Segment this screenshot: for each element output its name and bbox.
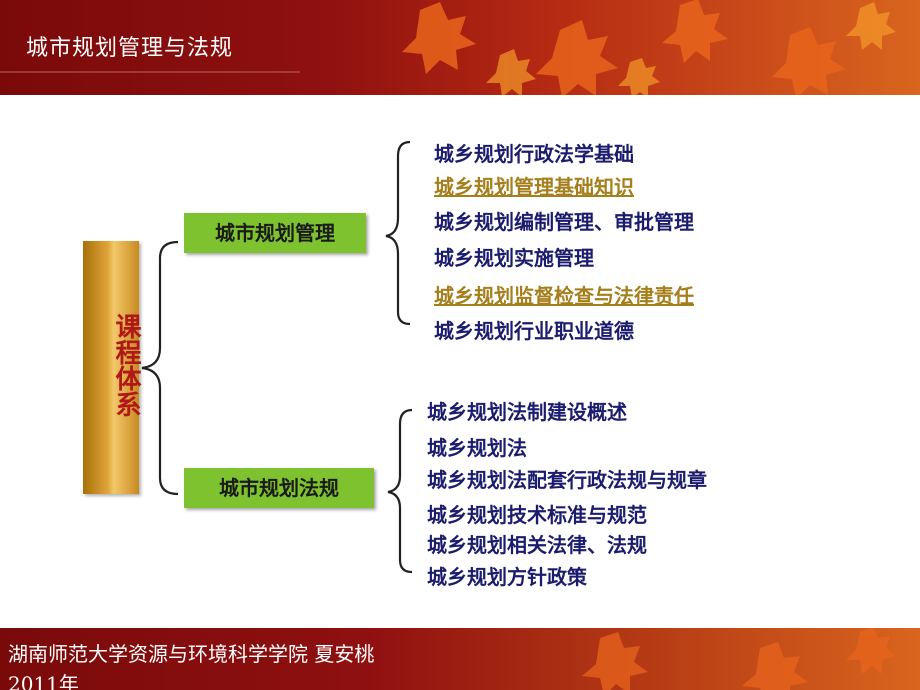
header-banner: 城市规划管理与法规 <box>0 0 920 95</box>
list-item: 城乡规划实施管理 <box>434 246 594 270</box>
list-item: 城乡规划行业职业道德 <box>434 319 634 343</box>
branch1-bracket <box>385 140 411 326</box>
root-label: 课程体系 <box>111 313 141 417</box>
branch2-bracket <box>387 408 413 574</box>
link-item[interactable]: 城乡规划监督检查与法律责任 <box>434 284 694 308</box>
branch-planning-management: 城市规划管理 <box>184 213 366 253</box>
root-node: 课程体系 <box>83 241 141 494</box>
list-item: 城乡规划法制建设概述 <box>427 400 627 424</box>
list-item: 城乡规划相关法律、法规 <box>427 533 647 557</box>
list-item: 城乡规划法 <box>427 436 527 460</box>
autumn-leaves-decoration <box>582 628 896 690</box>
list-item: 城乡规划编制管理、审批管理 <box>434 210 694 234</box>
branch-planning-regulations: 城市规划法规 <box>184 468 374 508</box>
list-item: 城乡规划方针政策 <box>427 565 587 589</box>
link-item[interactable]: 城乡规划管理基础知识 <box>434 175 634 199</box>
footer-banner: 湖南师范大学资源与环境科学学院 夏安桃 2011年 <box>0 628 920 690</box>
list-item: 城乡规划行政法学基础 <box>434 142 634 166</box>
footer-year: 2011年 <box>8 672 79 690</box>
list-item: 城乡规划技术标准与规范 <box>427 503 647 527</box>
root-bracket <box>141 240 179 496</box>
list-item: 城乡规划法配套行政法规与规章 <box>427 468 707 492</box>
autumn-leaves-decoration <box>0 0 896 95</box>
footer-institution: 湖南师范大学资源与环境科学学院 夏安桃 <box>8 642 375 666</box>
presentation-title: 城市规划管理与法规 <box>26 36 234 61</box>
